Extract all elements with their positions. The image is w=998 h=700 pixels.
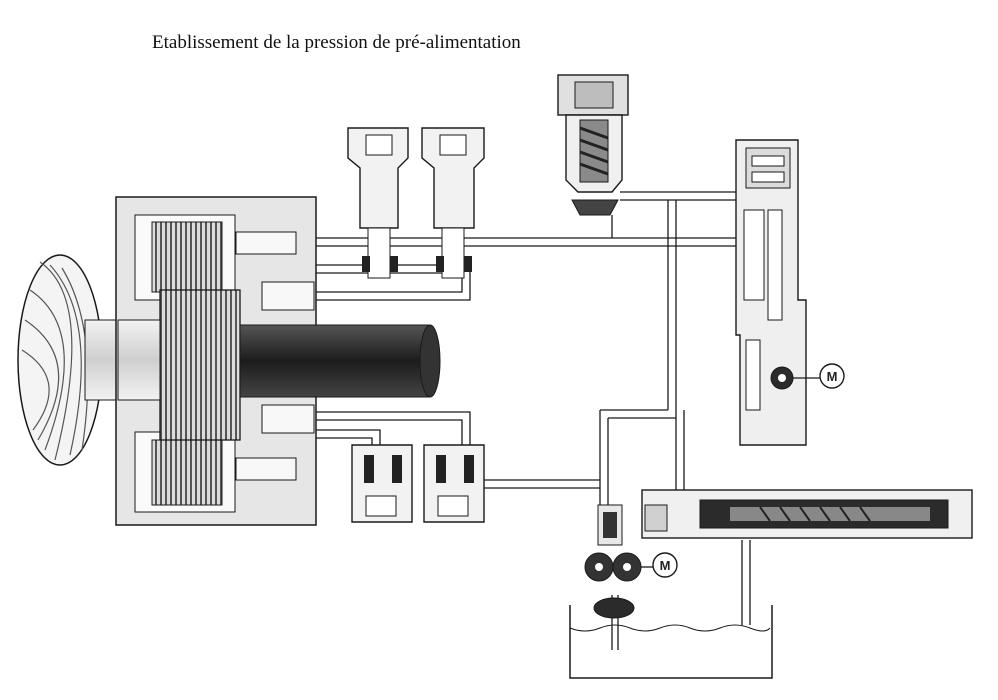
control-valve-block	[735, 139, 807, 446]
lower-solenoid-valve-2	[423, 444, 485, 523]
lower-solenoid-valve-1	[351, 444, 413, 523]
motor-label-lower: M	[660, 558, 671, 573]
motor-label-upper: M	[827, 369, 838, 384]
diagram-title: Etablissement de la pression de pré-alim…	[152, 32, 521, 53]
check-valve-lower	[597, 504, 623, 546]
gear-pump-upper	[770, 366, 794, 390]
suction-strainer	[593, 597, 635, 619]
motor-symbol-upper: M	[819, 363, 845, 389]
motor-symbol-lower: M	[652, 552, 678, 578]
output-shaft	[239, 324, 441, 398]
pressure-regulator-valve	[557, 74, 629, 216]
upper-solenoid-valve-1	[347, 127, 409, 279]
gear-pump-lower	[584, 552, 642, 582]
oil-sump	[569, 605, 773, 679]
accumulator-valve	[641, 489, 973, 539]
upper-solenoid-valve-2	[421, 127, 485, 279]
ribbed-gear-wheel	[17, 254, 121, 466]
